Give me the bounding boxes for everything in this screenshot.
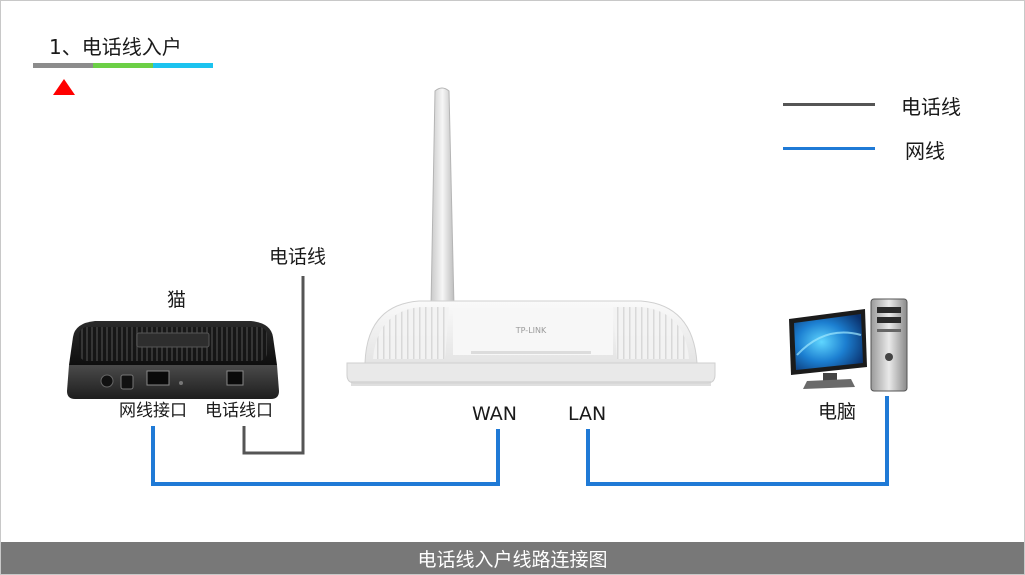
phone-line-wire: [242, 276, 305, 455]
modem-network-port-label: 网线接口: [119, 401, 187, 421]
router-lan-port-label: LAN: [568, 403, 607, 425]
diagram-caption-bar: 电话线入户线路连接图: [1, 542, 1024, 574]
step-tab-2[interactable]: [93, 63, 153, 68]
modem-phone-port-label: 电话线口: [205, 401, 273, 421]
computer-label: 电脑: [818, 401, 857, 423]
step-tab-3[interactable]: [153, 63, 213, 68]
step-tab-1[interactable]: [33, 63, 93, 68]
router-brand-logo: TP-LINK: [515, 326, 547, 335]
incoming-phone-line-label: 电话线: [269, 246, 327, 268]
modem-label: 猫: [167, 289, 187, 311]
lan-to-computer-cable: [586, 396, 889, 486]
legend-network-cable-swatch: [783, 147, 875, 150]
step-tab-strip: [33, 63, 213, 68]
step-title: 1、电话线入户: [49, 35, 182, 59]
active-step-marker-icon: [53, 79, 75, 95]
modem-icon: [67, 321, 279, 399]
legend-phone-line-label: 电话线: [901, 95, 961, 119]
computer-icon: [789, 298, 908, 392]
router-wan-port-label: WAN: [472, 403, 517, 425]
legend-network-cable-label: 网线: [905, 139, 945, 163]
router-icon: TP-LINK: [346, 87, 716, 386]
legend-phone-line-swatch: [783, 103, 875, 106]
modem-to-wan-cable: [151, 426, 500, 486]
diagram-caption: 电话线入户线路连接图: [417, 548, 608, 571]
